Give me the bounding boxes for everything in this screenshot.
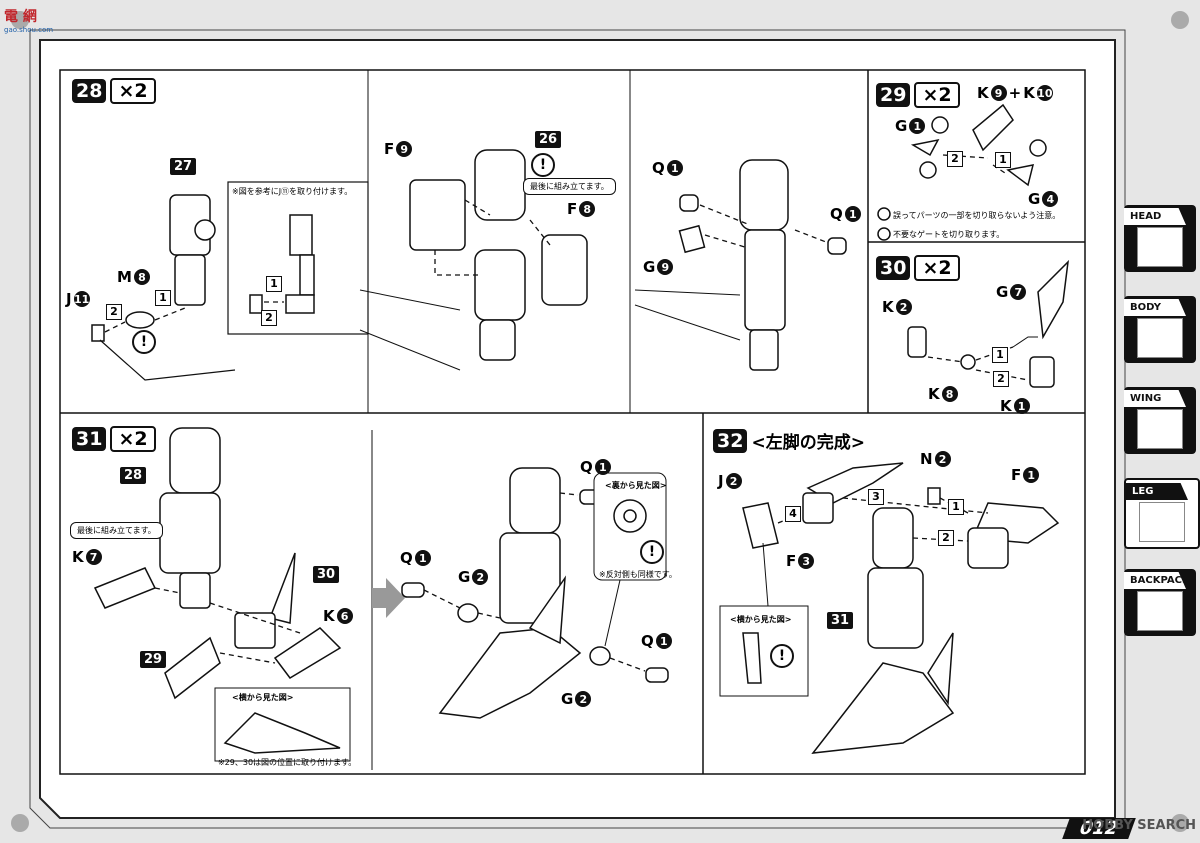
logo-text: 電 網: [4, 9, 37, 25]
multiplier: ×2: [914, 255, 960, 281]
part-29: 29: [140, 651, 167, 668]
side-view-caption: <横から見た図>: [730, 615, 792, 624]
side-tab-wing[interactable]: WING ◤: [1124, 387, 1196, 454]
caution-icon: !: [770, 644, 794, 668]
step-29-header: 29 ×2: [876, 82, 960, 108]
side-tab-label: HEAD: [1124, 208, 1186, 225]
side-tab-body[interactable]: BODY ▬: [1124, 296, 1196, 363]
order-box-1: 1: [992, 347, 1008, 363]
step-32-illustration: [719, 462, 1060, 754]
body-icon: ▬: [1137, 318, 1183, 358]
step-29-illustration: [877, 103, 1047, 241]
head-icon: ◆: [1137, 227, 1183, 267]
position-note: ※29、30は図の位置に取り付けます。: [218, 758, 357, 767]
step-number: 28: [72, 79, 107, 103]
leg-icon: ▲: [1139, 502, 1185, 542]
side-tab-label: BACKPACK: [1124, 572, 1186, 589]
reverse-note: ※反対側も同様です。: [599, 570, 677, 579]
step-number: 31: [72, 427, 107, 451]
speech-bubble: 最後に組み立てます。: [70, 522, 163, 539]
step-30-header: 30 ×2: [876, 255, 960, 281]
backpack-icon: ▦: [1137, 591, 1183, 631]
step-28-header: 28 ×2: [72, 78, 156, 104]
step-number: 32: [713, 428, 748, 453]
side-tab-label: WING: [1124, 390, 1186, 407]
warning-gate: 不要なゲートを切り取ります。: [893, 230, 1005, 239]
step-28-illustration: [91, 149, 847, 381]
caution-icon: !: [132, 330, 156, 354]
order-box-4: 4: [785, 506, 801, 522]
order-box-3: 3: [868, 489, 884, 505]
warning-cut: 誤ってパーツの一部を切り取らないよう注意。: [893, 211, 1061, 220]
speech-bubble: 最後に組み立てます。: [523, 178, 616, 195]
order-box-2: 2: [106, 304, 122, 320]
step-number: 30: [876, 256, 911, 280]
caution-icon: !: [640, 540, 664, 564]
step-number: 29: [876, 83, 911, 107]
order-box-1: 1: [995, 152, 1011, 168]
order-box-2: 2: [938, 530, 954, 546]
step-31-header: 31 ×2: [72, 426, 156, 452]
part-28: 28: [120, 467, 147, 484]
inset-note: ※図を参考にJ⑪を取り付けます。: [232, 187, 353, 196]
multiplier: ×2: [110, 426, 156, 452]
step-32-header: 32 <左脚の完成>: [713, 428, 865, 453]
order-box-1: 1: [948, 499, 964, 515]
caution-icon: !: [531, 153, 555, 177]
side-tab-backpack[interactable]: BACKPACK ▦: [1124, 569, 1196, 636]
step-31-illustration: [93, 427, 669, 762]
part-27: 27: [170, 158, 197, 175]
side-tab-label: BODY: [1124, 299, 1186, 316]
step-30-illustration: [907, 259, 1070, 388]
site-logo: 電 網 gao.shou.com: [4, 6, 53, 34]
step-title: <左脚の完成>: [751, 433, 865, 453]
part-31: 31: [827, 612, 854, 629]
back-view-caption: <裏から見た図>: [605, 481, 667, 490]
side-view-caption: <横から見た図>: [232, 693, 294, 702]
multiplier: ×2: [110, 78, 156, 104]
multiplier: ×2: [914, 82, 960, 108]
watermark: HOBBY SEARCH: [1082, 818, 1196, 833]
part-26: 26: [535, 131, 562, 148]
side-tab-label: LEG: [1126, 483, 1188, 500]
order-box-1: 1: [155, 290, 171, 306]
wing-icon: ◤: [1137, 409, 1183, 449]
order-box-2: 2: [947, 151, 963, 167]
order-box-2: 2: [993, 371, 1009, 387]
side-tab-leg[interactable]: LEG ▲: [1124, 478, 1200, 549]
logo-url: gao.shou.com: [4, 26, 54, 34]
inset-box-1: 1: [266, 276, 282, 292]
part-30: 30: [313, 566, 340, 583]
side-tab-head[interactable]: HEAD ◆: [1124, 205, 1196, 272]
inset-box-2: 2: [261, 310, 277, 326]
